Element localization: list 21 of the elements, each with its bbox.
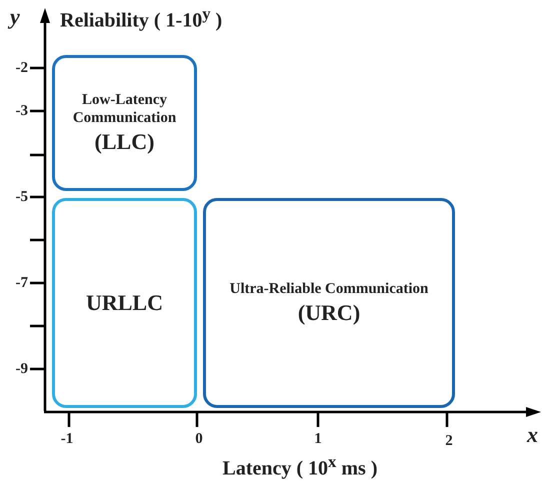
region-abbreviation: (URC) [296,298,362,326]
tick-label: -5 [16,190,28,205]
tick-label: 1 [314,432,322,447]
region-label: URLLC [84,289,164,317]
region-abbreviation: (LLC) [94,128,156,156]
tick-label: -2 [16,61,28,76]
tick-label: -3 [16,104,28,119]
tick-label: -9 [16,362,28,377]
region-box [52,198,197,408]
tick-label: 2 [445,434,453,449]
tick-label: 0 [195,432,203,447]
axis-letter: y [10,6,20,28]
axis-title: Latency ( 10$^{x}$ ms ) [222,454,378,479]
axis-title: Reliability ( 1-10$^{y}$ ) [60,6,222,31]
region-label: Low-Latency Communication [72,90,178,128]
region-box [203,198,455,408]
region-box [52,55,197,191]
axis-letter: x [527,424,538,446]
tick-label: -1 [60,432,74,447]
region-label: Ultra-Reliable Communication [228,280,430,299]
tick-label: -7 [16,276,28,291]
